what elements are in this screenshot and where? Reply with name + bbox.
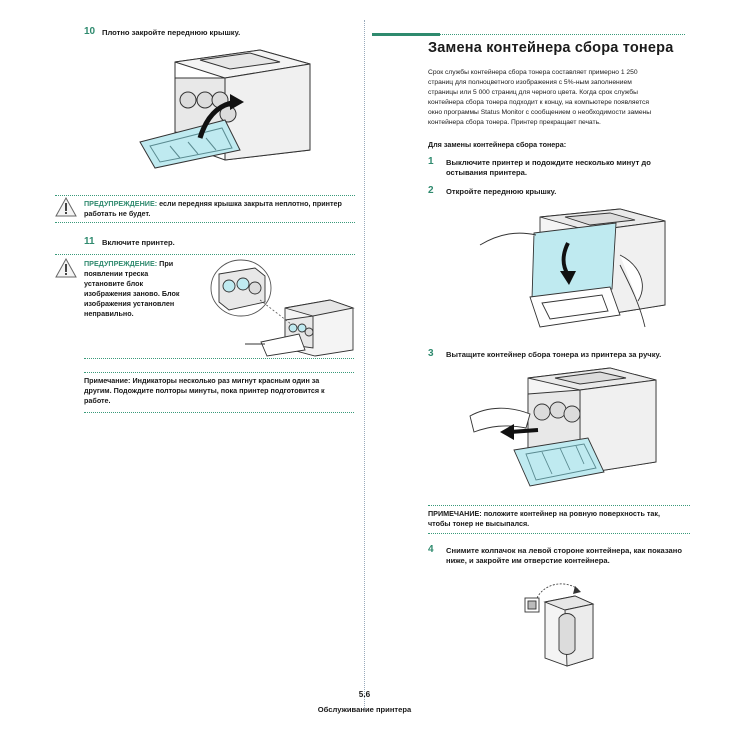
note-left-top-rule [84, 372, 354, 373]
warning-1-bottom-rule [55, 222, 355, 223]
warning-icon [55, 257, 77, 278]
step-4-line-1: ниже, и закройте им отверстие контейнера… [446, 556, 610, 565]
warning-2-line-0: При [159, 259, 174, 268]
note-left-bottom-rule [84, 412, 354, 413]
intro-line-1: страниц для полноцветного изображения с … [428, 79, 632, 86]
note-right-bottom-rule [428, 533, 690, 534]
warning-2-label: Предупреждение: [84, 259, 158, 268]
subheading: Для замены контейнера сбора тонера: [428, 140, 567, 149]
warning-1-top-rule [55, 195, 355, 196]
note-right-label: Примечание: [428, 509, 482, 518]
note-left-line-0: Индикаторы несколько раз мигнут красным … [132, 376, 320, 385]
step-2-text: Откройте переднюю крышку. [446, 187, 557, 196]
step-4-number: 4 [428, 544, 434, 555]
step-1-text: Выключите принтер и подождите несколько … [446, 158, 696, 178]
remove-waste-container-illustration [469, 367, 657, 487]
note-left-line-2: работе. [84, 396, 111, 405]
note-left-line-1: другим. Подождите полторы минуты, пока п… [84, 386, 325, 395]
warning-1-label: Предупреждение: [84, 199, 158, 208]
warning-2-top-rule [55, 254, 355, 255]
warning-2-line-3: изображения заново. Блок [84, 289, 180, 298]
title-accent-bar [372, 33, 440, 36]
note-right: Примечание: положите контейнер на ровную… [428, 509, 690, 529]
intro-line-5: контейнера сбора тонера. Принтер прекращ… [428, 119, 601, 126]
footer-section: Обслуживание принтера [317, 705, 412, 714]
step-2-number: 2 [428, 185, 434, 196]
printer-open-cover-illustration [479, 208, 666, 328]
step-4-text: Снимите колпачок на левой стороне контей… [446, 546, 696, 566]
step-1-line-0: Выключите принтер и подождите несколько … [446, 158, 651, 167]
step-3-number: 3 [428, 348, 434, 359]
warning-2: Предупреждение: При появлении треска уст… [84, 259, 209, 319]
step-11-number: 11 [84, 236, 95, 247]
step-4-line-0: Снимите колпачок на левой стороне контей… [446, 546, 682, 555]
note-left-label: Примечание: [84, 376, 131, 385]
warning-1: Предупреждение: если передняя крышка зак… [84, 199, 354, 219]
imaging-unit-illustration [210, 259, 355, 357]
waste-container-cap-illustration [524, 583, 595, 667]
page-number: 5.6 [358, 690, 371, 699]
column-divider [364, 20, 365, 710]
intro-paragraph: Срок службы контейнера сбора тонера сост… [428, 68, 698, 128]
warning-1-text: если передняя крышка закрыта неплотно, п… [84, 199, 342, 218]
step-1-line-1: остывания принтера. [446, 168, 527, 177]
note-right-line-1: чтобы тонер не высыпался. [428, 519, 530, 528]
note-left: Примечание: Индикаторы несколько раз миг… [84, 376, 356, 406]
step-3-text: Вытащите контейнер сбора тонера из принт… [446, 350, 662, 359]
warning-2-line-2: установите блок [84, 279, 144, 288]
intro-line-0: Срок службы контейнера сбора тонера сост… [428, 69, 638, 76]
warning-2-line-1: появлении треска [84, 269, 149, 278]
intro-line-4: окно программы Status Monitor с сообщени… [428, 109, 652, 116]
warning-2-line-5: неправильно. [84, 309, 134, 318]
warning-2-line-4: изображения установлен [84, 299, 175, 308]
note-right-line-0: положите контейнер на ровную поверхность… [483, 509, 660, 518]
step-11-text: Включите принтер. [102, 238, 175, 247]
step-10-text: Плотно закройте переднюю крышку. [102, 28, 241, 37]
note-right-top-rule [428, 505, 690, 506]
title-rule [440, 34, 685, 35]
warning-icon [55, 196, 77, 217]
step-1-number: 1 [428, 156, 434, 167]
printer-close-cover-illustration [139, 49, 311, 169]
warning-2-bottom-rule [84, 358, 354, 359]
section-title: Замена контейнера сбора тонера [428, 40, 674, 56]
intro-line-3: контейнера сбора тонера подходит к концу… [428, 99, 649, 106]
step-10-number: 10 [84, 26, 96, 37]
intro-line-2: страницы или 5 000 страниц для черного ц… [428, 89, 638, 96]
